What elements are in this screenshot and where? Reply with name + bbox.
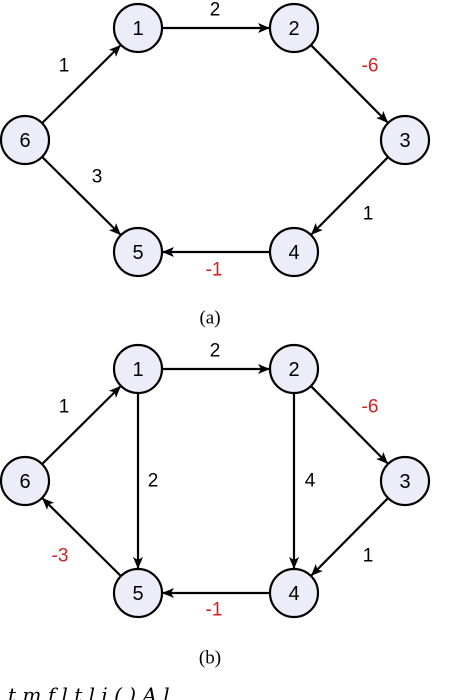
node-a-2: 2 xyxy=(268,2,320,54)
node-a-6: 6 xyxy=(0,114,51,166)
node-circle xyxy=(268,567,320,619)
node-label: 5 xyxy=(132,242,143,264)
node-circle xyxy=(379,114,431,166)
node-circle xyxy=(112,226,164,278)
node-circle xyxy=(268,343,320,395)
edge-weight-a-6-to-5: 3 xyxy=(92,167,103,188)
edge-weight-b-5-to-6: -3 xyxy=(52,546,69,567)
node-circle xyxy=(112,567,164,619)
edge-weight-a-2-to-3: -6 xyxy=(362,56,379,77)
caption-b: (b) xyxy=(199,648,221,669)
node-circle xyxy=(0,455,51,507)
node-b-6: 6 xyxy=(0,455,51,507)
edge-b-5-to-6 xyxy=(41,497,122,577)
edge-weight-b-3-to-4: 1 xyxy=(363,546,374,567)
node-label: 5 xyxy=(132,583,143,605)
edge-weight-b-2-to-3: -6 xyxy=(362,397,379,418)
node-label: 6 xyxy=(19,471,30,493)
edge-weight-b-4-to-5: -1 xyxy=(206,600,223,621)
node-circle xyxy=(0,114,51,166)
node-label: 4 xyxy=(288,242,299,264)
node-b-1: 1 xyxy=(112,343,164,395)
node-a-5: 5 xyxy=(112,226,164,278)
node-b-3: 3 xyxy=(379,455,431,507)
edge-weight-a-4-to-5: -1 xyxy=(206,260,223,281)
cut-off-caption-text: t m f l t l i ( ) A l xyxy=(8,683,170,700)
edge-a-6-to-5 xyxy=(41,156,122,236)
edge-a-6-to-1 xyxy=(41,44,122,124)
node-label: 1 xyxy=(132,359,143,381)
edge-b-3-to-4 xyxy=(310,497,389,577)
edge-a-2-to-3 xyxy=(310,44,389,124)
node-label: 1 xyxy=(132,18,143,40)
graph-b: 1 2 -6 1 -1 -3 2 4 6 1 2 3 4 5 xyxy=(0,341,431,621)
node-circle xyxy=(268,226,320,278)
edge-weight-b-2-to-4: 4 xyxy=(305,471,316,492)
node-a-1: 1 xyxy=(112,2,164,54)
edge-weight-b-1-to-5: 2 xyxy=(148,471,159,492)
edge-a-3-to-4 xyxy=(310,156,389,236)
node-label: 2 xyxy=(288,18,299,40)
node-label: 6 xyxy=(19,130,30,152)
edge-weight-a-1-to-2: 2 xyxy=(210,0,221,21)
node-b-2: 2 xyxy=(268,343,320,395)
edge-weight-b-6-to-1: 1 xyxy=(59,397,70,418)
node-circle xyxy=(379,455,431,507)
node-label: 3 xyxy=(399,130,410,152)
node-label: 3 xyxy=(399,471,410,493)
node-a-3: 3 xyxy=(379,114,431,166)
caption-a: (a) xyxy=(199,308,220,329)
edge-weight-a-3-to-4: 1 xyxy=(363,204,374,225)
node-b-5: 5 xyxy=(112,567,164,619)
edge-weight-a-6-to-1: 1 xyxy=(59,56,70,77)
node-a-4: 4 xyxy=(268,226,320,278)
edge-b-6-to-1 xyxy=(41,385,122,465)
node-label: 4 xyxy=(288,583,299,605)
node-b-4: 4 xyxy=(268,567,320,619)
node-label: 2 xyxy=(288,359,299,381)
edge-weight-b-1-to-2: 2 xyxy=(210,341,221,362)
node-circle xyxy=(112,2,164,54)
node-circle xyxy=(112,343,164,395)
edge-b-2-to-3 xyxy=(310,385,389,465)
node-circle xyxy=(268,2,320,54)
graph-a: 1 2 -6 1 -1 3 6 1 2 3 4 5 xyxy=(0,0,431,281)
